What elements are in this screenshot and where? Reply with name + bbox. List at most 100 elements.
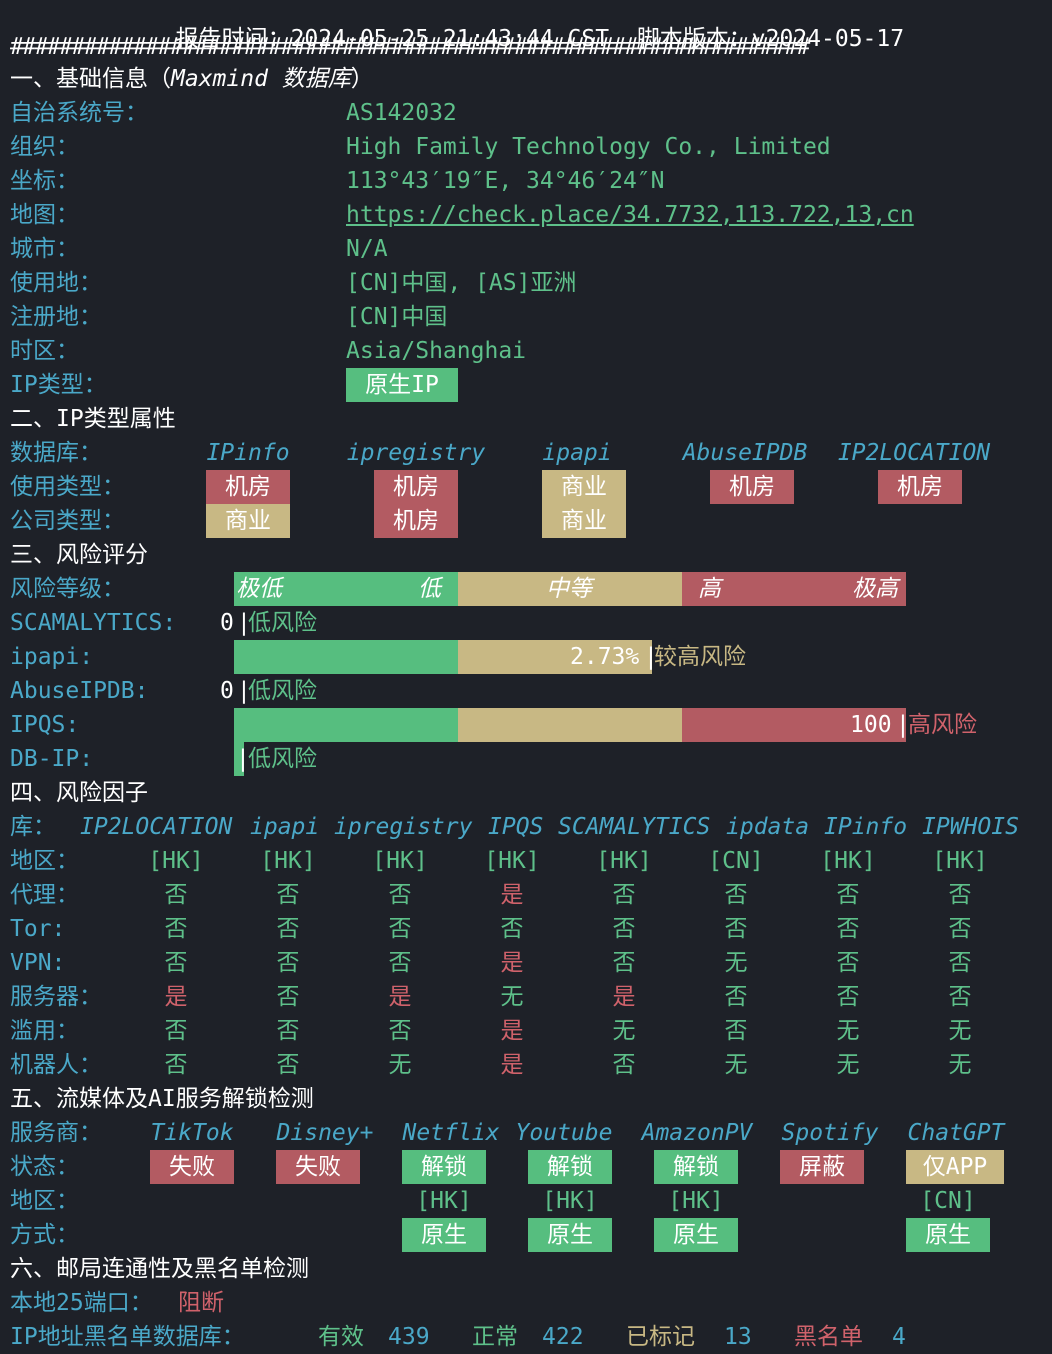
level-high: 高: [698, 576, 721, 602]
factor-cell: 否: [612, 916, 636, 942]
factor-row-label: 机器人：: [10, 1052, 102, 1078]
factor-cell: 否: [612, 882, 636, 908]
scamalytics-label: SCAMALYTICS:: [10, 610, 177, 636]
factor-cell: 无: [836, 1018, 860, 1044]
factor-cell: 否: [948, 882, 972, 908]
normal-count: 422: [542, 1324, 584, 1350]
level-very-low: 极低: [236, 576, 282, 602]
coords-value: 113°43′19″E, 34°46′24″N: [346, 168, 665, 194]
provider-tiktok: TikTok: [150, 1120, 234, 1146]
lib-ipregistry: ipregistry: [334, 814, 473, 840]
factor-cell: 否: [276, 1052, 300, 1078]
usage-ip2location: 机房: [878, 470, 962, 504]
factor-cell: 否: [836, 984, 860, 1010]
abuseipdb-score: 0: [220, 678, 234, 704]
factor-cell: 否: [164, 916, 188, 942]
report-time: 2024-05-25 21:43:44 CST: [290, 26, 610, 52]
provider-chatgpt: ChatGPT: [907, 1120, 1005, 1146]
section6-title: 六、邮局连通性及黑名单检测: [10, 1256, 309, 1282]
usage-type-label: 使用类型：: [10, 474, 125, 500]
section1-title: 一、基础信息（Maxmind 数据库）: [10, 66, 374, 92]
lib-ipapi: ipapi: [250, 814, 320, 840]
map-link[interactable]: https://check.place/34.7732,113.722,13,c…: [346, 202, 914, 228]
level-very-high: 极高: [852, 576, 898, 602]
factor-cell: 是: [500, 1052, 524, 1078]
script-version-label: 脚本版本：: [636, 26, 752, 52]
factor-cell: 否: [612, 950, 636, 976]
factor-cell: 否: [164, 1018, 188, 1044]
factor-cell: [CN]: [708, 848, 764, 874]
port25-label: 本地25端口：: [10, 1290, 153, 1316]
lib-ipinfo: IPinfo: [824, 814, 908, 840]
factor-cell: 无: [724, 1052, 748, 1078]
abuseipdb-verdict: 低风险: [248, 678, 317, 704]
factor-cell: 否: [388, 916, 412, 942]
factor-cell: 否: [836, 950, 860, 976]
region-netflix: [HK]: [416, 1188, 472, 1214]
factor-cell: 是: [164, 984, 188, 1010]
db-ipinfo: IPinfo: [206, 440, 290, 466]
factor-cell: [HK]: [596, 848, 652, 874]
status-disney: 失败: [276, 1150, 360, 1184]
lib-ipdata: ipdata: [726, 814, 810, 840]
ipapi-bar-green: [234, 640, 458, 674]
region-youtube: [HK]: [542, 1188, 598, 1214]
map-label: 地图：: [10, 202, 79, 228]
factor-cell: 否: [724, 1018, 748, 1044]
org-value: High Family Technology Co., Limited: [346, 134, 831, 160]
factor-cell: 是: [388, 984, 412, 1010]
asn-value: AS142032: [346, 100, 457, 126]
stream-status-label: 状态：: [10, 1154, 79, 1180]
blacklist-label: IP地址黑名单数据库：: [10, 1324, 245, 1350]
factor-cell: [HK]: [372, 848, 428, 874]
level-low: 低: [418, 576, 441, 602]
provider-spotify: Spotify: [781, 1120, 879, 1146]
lib-scamalytics: SCAMALYTICS: [558, 814, 711, 840]
provider-youtube: Youtube: [515, 1120, 613, 1146]
lib-ip2location: IP2LOCATION: [80, 814, 233, 840]
scamalytics-score: 0: [220, 610, 234, 636]
factor-cell: 否: [724, 984, 748, 1010]
factor-cell: 否: [388, 882, 412, 908]
timezone-value: Asia/Shanghai: [346, 338, 527, 364]
timezone-label: 时区：: [10, 338, 79, 364]
factor-cell: 无: [388, 1052, 412, 1078]
factor-cell: 否: [948, 916, 972, 942]
factor-cell: 是: [500, 950, 524, 976]
region-chatgpt: [CN]: [920, 1188, 976, 1214]
usage-location-label: 使用地：: [10, 270, 102, 296]
stream-region-label: 地区：: [10, 1188, 79, 1214]
factor-cell: 否: [276, 950, 300, 976]
company-type-label: 公司类型：: [10, 508, 125, 534]
factor-cell: 无: [948, 1018, 972, 1044]
factor-cell: [HK]: [820, 848, 876, 874]
factor-cell: 是: [500, 1018, 524, 1044]
factor-row-label: 滥用：: [10, 1018, 79, 1044]
ipqs-bar-yellow: [458, 708, 682, 742]
registered-value: [CN]中国: [346, 304, 448, 330]
factor-row-label: 地区：: [10, 848, 79, 874]
provider-label: 服务商：: [10, 1120, 102, 1146]
ipqs-bar-red: [682, 708, 906, 742]
factor-cell: 否: [948, 950, 972, 976]
company-ipregistry: 机房: [374, 504, 458, 538]
status-chatgpt: 仅APP: [906, 1150, 1004, 1184]
abuseipdb-risk-label: AbuseIPDB:: [10, 678, 149, 704]
status-netflix: 解锁: [402, 1150, 486, 1184]
level-medium: 中等: [546, 576, 592, 602]
ip-type-label: IP类型：: [10, 372, 107, 398]
db-abuseipdb: AbuseIPDB: [682, 440, 808, 466]
company-ipinfo: 商业: [206, 504, 290, 538]
db-ipapi: ipapi: [542, 440, 612, 466]
hash-divider: ########################################…: [10, 34, 810, 60]
org-label: 组织：: [10, 134, 79, 160]
usage-location-value: [CN]中国, [AS]亚洲: [346, 270, 577, 296]
normal-label: 正常: [472, 1324, 518, 1350]
asn-label: 自治系统号：: [10, 100, 148, 126]
section3-title: 三、风险评分: [10, 542, 148, 568]
dbip-verdict: 低风险: [248, 746, 317, 772]
factor-cell: [HK]: [260, 848, 316, 874]
factor-cell: 否: [276, 984, 300, 1010]
section4-title: 四、风险因子: [10, 780, 148, 806]
method-youtube: 原生: [528, 1218, 612, 1252]
